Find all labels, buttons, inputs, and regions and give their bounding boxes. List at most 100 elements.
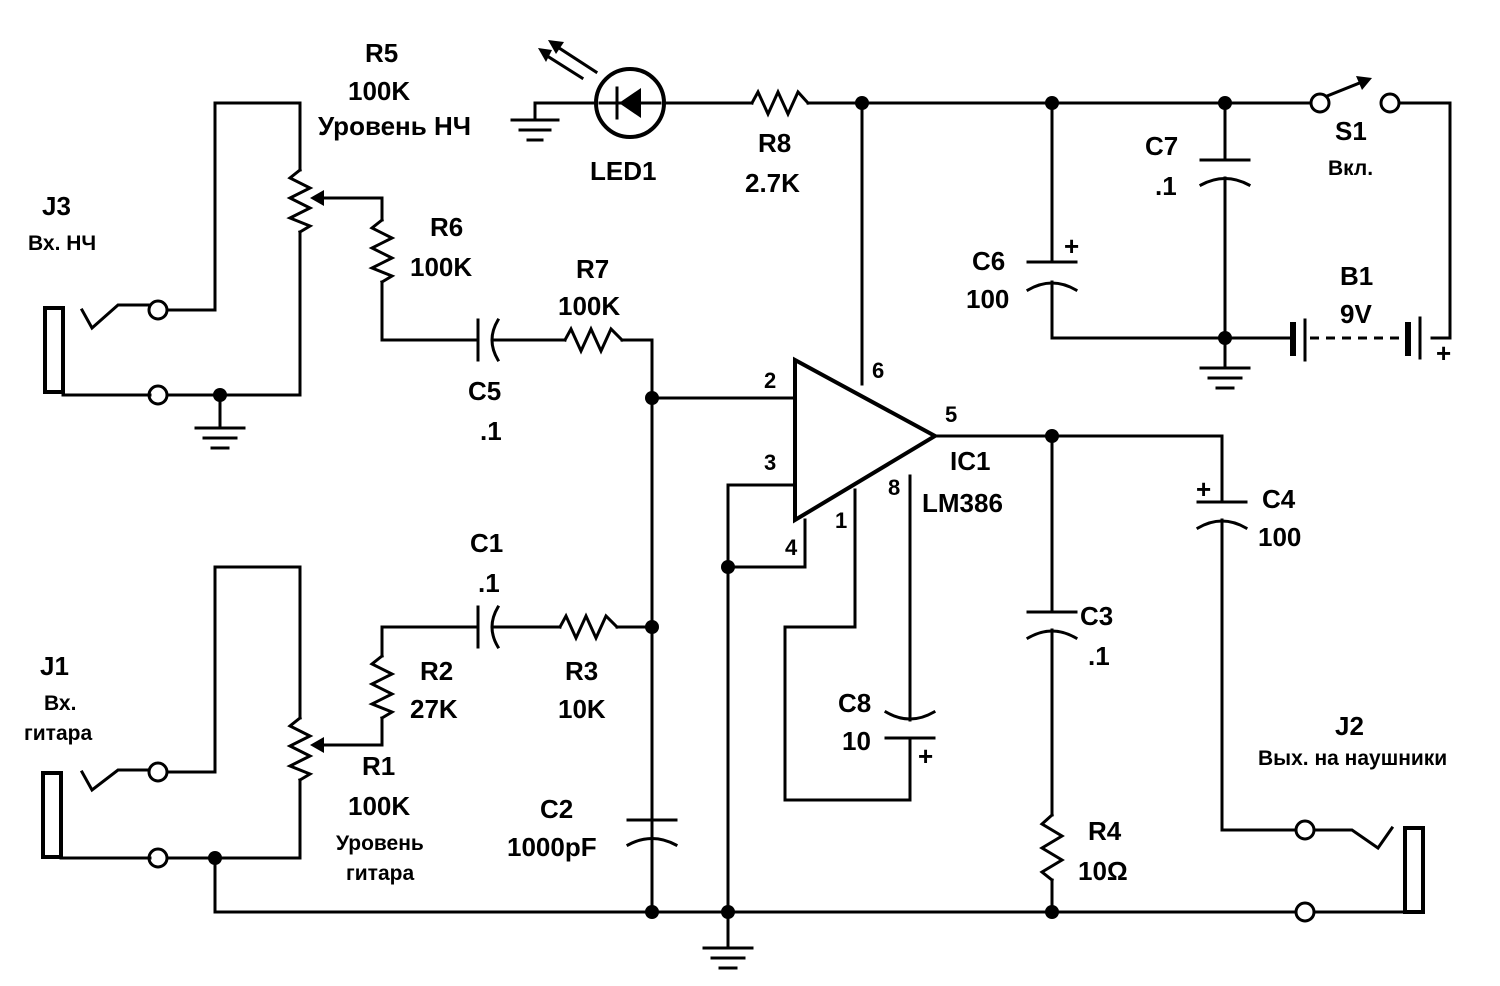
capacitor-c4: + C4 100 bbox=[1195, 474, 1301, 552]
c4-ref: C4 bbox=[1262, 484, 1296, 514]
junction-dot bbox=[1218, 331, 1232, 345]
r1-desc-line1: Уровень bbox=[336, 832, 424, 855]
c8-ref: C8 bbox=[838, 688, 871, 718]
j3-desc: Вх. НЧ bbox=[28, 232, 96, 255]
capacitor-c2: C2 1000pF bbox=[507, 794, 679, 862]
r2-value: 27K bbox=[410, 694, 458, 724]
resistor-r6: R6 100K bbox=[368, 212, 472, 285]
c7-ref: C7 bbox=[1145, 131, 1178, 161]
capacitor-c3: C3 .1 bbox=[1025, 601, 1113, 671]
jack-j1: J1 Вх. гитара bbox=[24, 651, 169, 869]
junction-dot bbox=[208, 851, 222, 865]
r8-ref: R8 bbox=[758, 128, 791, 158]
c6-plus: + bbox=[1064, 231, 1079, 261]
junction-dot bbox=[645, 391, 659, 405]
junction-dot bbox=[213, 388, 227, 402]
r4-value: 10Ω bbox=[1078, 856, 1128, 886]
ic1-pin2-label: 2 bbox=[764, 368, 776, 393]
j2-ref: J2 bbox=[1335, 711, 1364, 741]
jack-j2: J2 Вых. на наушники bbox=[1258, 711, 1447, 923]
c3-ref: C3 bbox=[1080, 601, 1113, 631]
r5-value: 100K bbox=[348, 76, 410, 106]
c5-value: .1 bbox=[480, 416, 502, 446]
j1-desc-line1: Вх. bbox=[44, 692, 76, 715]
r7-ref: R7 bbox=[576, 254, 609, 284]
c8-value: 10 bbox=[842, 726, 871, 756]
junction-dot bbox=[1045, 905, 1059, 919]
resistor-r2: R2 27K bbox=[368, 653, 458, 724]
ground-battery bbox=[1199, 366, 1251, 390]
capacitor-c7: C7 .1 bbox=[1145, 131, 1252, 201]
b1-plus: + bbox=[1436, 338, 1451, 368]
ic1-pin4-label: 4 bbox=[785, 535, 798, 560]
capacitor-c6: + C6 100 bbox=[966, 231, 1079, 314]
r5-desc: Уровень НЧ bbox=[318, 111, 471, 141]
r8-value: 2.7K bbox=[745, 168, 800, 198]
potentiometer-r5: R5 100K Уровень НЧ bbox=[286, 38, 471, 235]
capacitor-c1: C1 .1 bbox=[470, 528, 503, 650]
r1-desc-line2: гитара bbox=[346, 862, 414, 885]
wires bbox=[156, 101, 1452, 947]
c7-value: .1 bbox=[1155, 171, 1177, 201]
junction-dot bbox=[721, 560, 735, 574]
c4-value: 100 bbox=[1258, 522, 1301, 552]
j2-desc: Вых. на наушники bbox=[1258, 747, 1447, 770]
resistor-r3: R3 10K bbox=[557, 612, 620, 724]
b1-ref: B1 bbox=[1340, 261, 1373, 291]
c6-ref: C6 bbox=[972, 246, 1005, 276]
battery-b1: + B1 9V bbox=[1280, 261, 1451, 368]
junction-dot bbox=[645, 905, 659, 919]
c6-value: 100 bbox=[966, 284, 1009, 314]
c1-value: .1 bbox=[478, 568, 500, 598]
junction-dot bbox=[1045, 429, 1059, 443]
r4-ref: R4 bbox=[1088, 816, 1122, 846]
r3-value: 10K bbox=[558, 694, 606, 724]
c2-ref: C2 bbox=[540, 794, 573, 824]
ground-main bbox=[702, 946, 754, 970]
c8-plus: + bbox=[918, 741, 933, 771]
jack-j3: J3 Вх. НЧ bbox=[28, 191, 169, 406]
c5-ref: C5 bbox=[468, 376, 501, 406]
resistor-r7: R7 100K bbox=[558, 254, 625, 355]
junction-dot bbox=[645, 620, 659, 634]
j1-desc-line2: гитара bbox=[24, 722, 92, 745]
r5-ref: R5 bbox=[365, 38, 398, 68]
j1-ref: J1 bbox=[40, 651, 69, 681]
junction-dot bbox=[1045, 96, 1059, 110]
ic1-pin8-label: 8 bbox=[888, 475, 900, 500]
junction-dot bbox=[1218, 96, 1232, 110]
ic1-lm386: 2 3 4 1 8 6 5 IC1 LM386 bbox=[764, 356, 1003, 560]
j3-ref: J3 bbox=[42, 191, 71, 221]
r6-value: 100K bbox=[410, 252, 472, 282]
ic1-ref: IC1 bbox=[950, 446, 990, 476]
r2-ref: R2 bbox=[420, 656, 453, 686]
switch-s1: S1 Вкл. bbox=[1309, 76, 1401, 180]
ic1-pin1-label: 1 bbox=[835, 508, 847, 533]
junction-dot bbox=[855, 96, 869, 110]
ic1-pin6-label: 6 bbox=[872, 358, 884, 383]
junctions bbox=[208, 96, 1232, 919]
ground-j3 bbox=[194, 426, 246, 450]
c3-value: .1 bbox=[1088, 641, 1110, 671]
r1-value: 100K bbox=[348, 791, 410, 821]
resistor-r4: R4 10Ω bbox=[1039, 812, 1128, 886]
ground-led bbox=[510, 101, 560, 142]
c4-plus: + bbox=[1196, 474, 1211, 504]
ic1-pin3-label: 3 bbox=[764, 450, 776, 475]
r1-ref: R1 bbox=[362, 751, 395, 781]
ic1-pin5-label: 5 bbox=[945, 402, 957, 427]
junction-dot bbox=[721, 905, 735, 919]
r6-ref: R6 bbox=[430, 212, 463, 242]
led-led1: LED1 bbox=[538, 40, 666, 186]
s1-desc: Вкл. bbox=[1328, 157, 1373, 180]
capacitor-c5: C5 .1 bbox=[468, 317, 502, 446]
r7-value: 100K bbox=[558, 291, 620, 321]
b1-value: 9V bbox=[1340, 299, 1372, 329]
s1-ref: S1 bbox=[1335, 116, 1367, 146]
resistor-r8: R8 2.7K bbox=[745, 88, 811, 198]
c1-ref: C1 bbox=[470, 528, 503, 558]
r3-ref: R3 bbox=[565, 656, 598, 686]
ic1-part: LM386 bbox=[922, 488, 1003, 518]
potentiometer-r1: R1 100K Уровень гитара bbox=[286, 715, 424, 885]
